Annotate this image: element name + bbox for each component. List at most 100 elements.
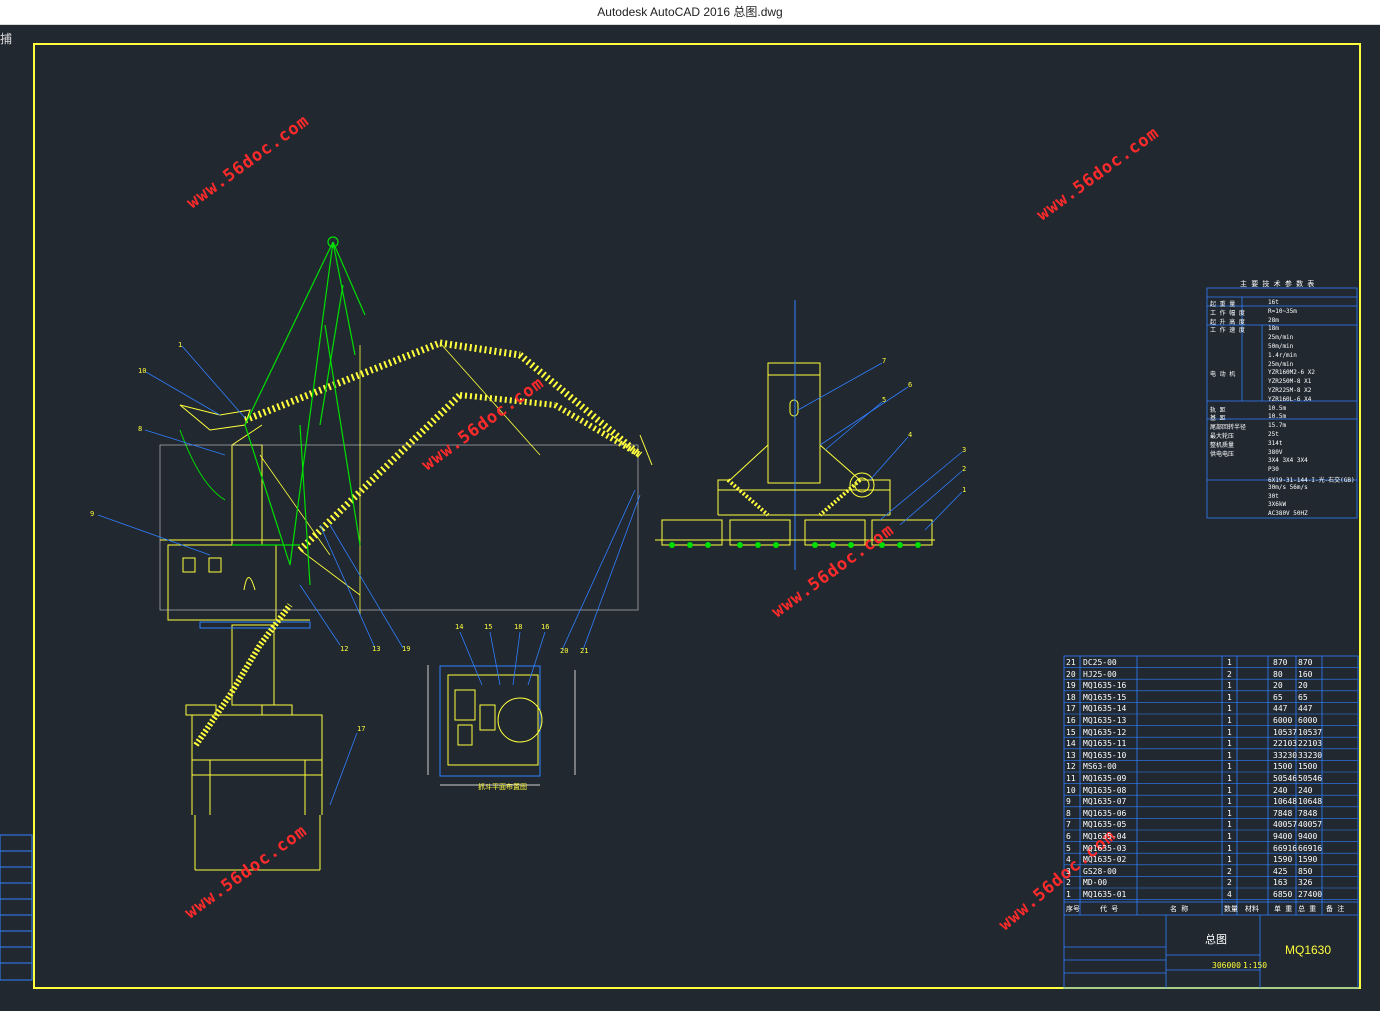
callout: 9 (90, 510, 95, 518)
bom-cell: 1 (1227, 750, 1232, 760)
callout: 19 (402, 645, 411, 653)
bom-cell: 1 (1227, 681, 1232, 691)
bom-cell: 18 (1066, 692, 1076, 702)
side-revision-table (0, 834, 33, 981)
bom-cell: 3 (1066, 866, 1071, 876)
bom-cell: 11 (1066, 774, 1076, 783)
bom-cell: 6850 (1273, 890, 1293, 899)
bom-cell: 9 (1066, 797, 1071, 807)
param-value: 10.5m (1268, 413, 1287, 421)
bom-cell: 2 (1227, 878, 1232, 888)
drawing-canvas[interactable]: 捕 (0, 25, 1380, 1011)
bom-cell: 16 (1066, 716, 1076, 725)
param-value: 10.5m (1268, 404, 1287, 412)
param-label: 基 距 (1210, 415, 1226, 423)
param-value: 16t (1268, 299, 1279, 306)
bom-header-cell: 名 称 (1170, 905, 1189, 913)
callout: 5 (882, 396, 887, 404)
drawing-frame (33, 43, 1361, 989)
bom-row-lines (1064, 667, 1358, 900)
bom-cell: 850 (1298, 866, 1313, 876)
bom-cell: 21 (1066, 658, 1076, 667)
bom-cell: 1 (1227, 843, 1232, 853)
bom-cell: 50546 (1298, 774, 1323, 783)
bom-cell: 22103 (1298, 739, 1323, 749)
bom-cell: 33230 (1273, 750, 1298, 760)
param-value: 25m/min (1268, 334, 1294, 342)
param-value: YZR160M2-6 X2 (1268, 369, 1315, 377)
bom-cell: MQ1635-06 (1083, 808, 1127, 818)
callout: 15 (484, 623, 493, 631)
bom-cell: 10537 (1273, 727, 1298, 737)
bom-cell: 870 (1298, 658, 1313, 667)
callout: 18 (514, 623, 523, 631)
bom-cell: 1 (1227, 692, 1232, 702)
param-value: YZR250M-8 X1 (1268, 378, 1312, 386)
callout: 3 (962, 446, 967, 454)
menu-glyph[interactable]: 捕 (0, 32, 13, 46)
bom-cell: MQ1635-15 (1083, 692, 1127, 702)
bom-cell: 447 (1273, 704, 1288, 714)
bom-cell: 15 (1066, 727, 1076, 737)
bom-cell: MD-00 (1083, 878, 1108, 888)
bom-cell: 7848 (1298, 808, 1318, 818)
bom-cell: 1 (1227, 774, 1232, 783)
param-value: 6X19-31-144-I-光-右交(GB) (1268, 477, 1355, 484)
bom-cell: 326 (1298, 878, 1313, 888)
param-value: 1.4r/min (1268, 351, 1297, 359)
bom-header-cell: 材料 (1245, 905, 1259, 913)
bom-cell: 33230 (1298, 750, 1323, 760)
callout: 12 (340, 645, 349, 653)
callout: 6 (908, 381, 913, 389)
bom-cell: 1 (1227, 704, 1232, 714)
param-value: 25m/min (1268, 360, 1294, 368)
main-boom (243, 339, 653, 615)
bom-cell: 40057 (1273, 820, 1298, 830)
bom-header-cell: 总 重 (1298, 905, 1317, 913)
bom-cell: 4 (1066, 855, 1071, 865)
param-table-grid (1206, 287, 1358, 519)
bom-cell: 20 (1066, 669, 1076, 679)
bom-cell: MQ1635-10 (1083, 750, 1127, 760)
param-value: 15.7m (1268, 422, 1287, 430)
bom-cell: 5 (1066, 843, 1071, 853)
bom-header-cell: 代 号 (1100, 905, 1119, 913)
param-value: AC380V 50HZ (1268, 510, 1308, 518)
bom-cell: MQ1635-02 (1083, 855, 1127, 865)
callout: 2 (962, 465, 967, 473)
callout: 4 (908, 431, 913, 439)
plan-view (427, 665, 576, 786)
window-title: Autodesk AutoCAD 2016 总图.dwg (597, 5, 783, 19)
bom-cell: 8 (1066, 808, 1071, 818)
bom-cell: MQ1635-05 (1083, 820, 1127, 830)
a-frame (232, 236, 366, 586)
bom-cell: 870 (1273, 658, 1288, 667)
bom-cell: 2 (1066, 878, 1071, 888)
callout: 13 (372, 645, 381, 653)
param-label: 起 重 量 (1210, 301, 1236, 308)
bom-cell: HJ25-00 (1083, 669, 1117, 679)
bom-table-grid (1063, 655, 1359, 989)
bom-cell: 1 (1227, 727, 1232, 737)
leaders-left (97, 345, 641, 806)
bom-cell: 66916 (1273, 843, 1298, 853)
bom-cell: 20 (1298, 681, 1308, 691)
bom-cell: MQ1635-04 (1083, 832, 1127, 841)
param-value: 25t (1268, 431, 1279, 438)
bom-cell: 14 (1066, 739, 1076, 749)
bom-cell: DC25-00 (1083, 658, 1117, 667)
bom-cell: 2 (1227, 669, 1232, 679)
bom-cell: 50546 (1273, 774, 1298, 783)
bom-cell: 65 (1298, 692, 1308, 702)
param-label: 工 作 幅 度 (1210, 309, 1245, 317)
plan-view-label: 抓斗平面布置图 (478, 783, 527, 791)
bom-cell: 240 (1298, 785, 1313, 795)
bom-cell: 1590 (1273, 855, 1293, 865)
bom-cell: 12 (1066, 762, 1076, 772)
callout: 10 (138, 367, 147, 375)
scale-cell: 1:150 (1243, 961, 1268, 970)
bom-cell: 1 (1227, 658, 1232, 667)
callout: 1 (178, 341, 183, 349)
bom-cell: 1 (1227, 785, 1232, 795)
param-label: 尾部回转半径 (1210, 424, 1247, 432)
